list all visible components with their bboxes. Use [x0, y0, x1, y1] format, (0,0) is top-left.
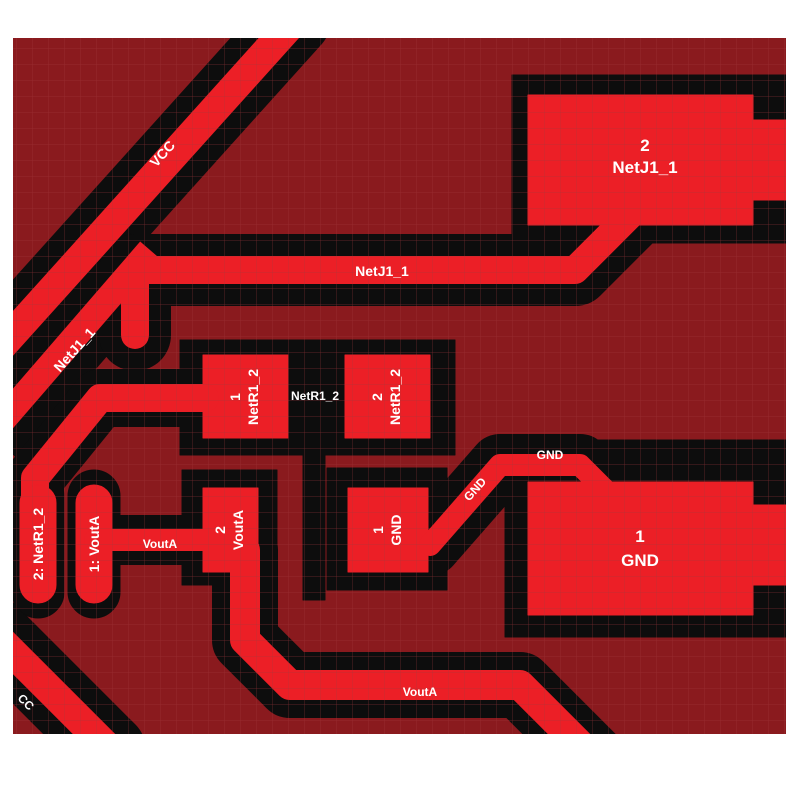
header-pad-1-label: 1: VoutA: [86, 516, 102, 573]
r1-pad-2-net: NetR1_2: [387, 369, 403, 425]
gnd-trace-label: GND: [537, 448, 564, 462]
header-pad-2-label: 2: NetR1_2: [30, 508, 46, 581]
j1-pad-1-number: 1: [635, 527, 644, 546]
vouta-short-label: VoutA: [143, 537, 178, 551]
vouta-long-label: VoutA: [403, 685, 438, 699]
j1-pad-1-net: GND: [621, 551, 659, 570]
r1-pad-1-number: 1: [227, 393, 243, 401]
r1-pad-1-net: NetR1_2: [245, 369, 261, 425]
r1-pad-2-number: 2: [369, 393, 385, 401]
u-pad-1-number: 1: [370, 526, 386, 534]
netj1-1-trace-label: NetJ1_1: [355, 263, 409, 279]
u-pad-2-number: 2: [212, 526, 228, 534]
grid-overlay: [13, 38, 786, 734]
j1-pad-2-number: 2: [640, 136, 649, 155]
j1-pad-2-net: NetJ1_1: [612, 158, 677, 177]
netr1-2-link-label: NetR1_2: [291, 389, 339, 403]
u-pad-2-net: VoutA: [230, 510, 246, 550]
u-pad-1-net: GND: [388, 514, 404, 545]
